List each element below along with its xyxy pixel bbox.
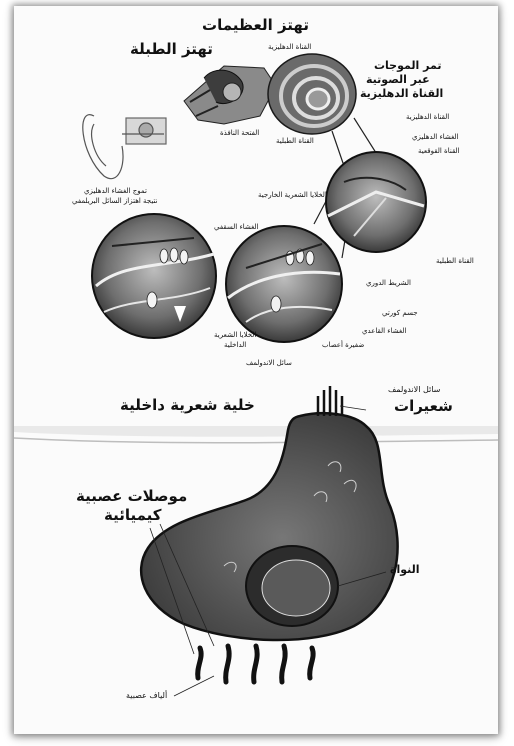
vestibular-wave-circle: [92, 214, 216, 338]
nerve-fibers-label: ألياف عصبية: [126, 692, 167, 700]
cochlea-sketch: [268, 54, 356, 134]
eardrum-vibrates-label: تهتز الطبلة: [130, 42, 213, 58]
vestibular-membrane-label: الغشاء الدهليزي: [412, 134, 459, 141]
ossicles-vibrate-label: تهتز العظيمات: [202, 18, 309, 34]
synapses-label-line2: كيميائية: [104, 508, 162, 524]
waves-label-line1: تمر الموجات: [374, 60, 441, 72]
outer-hair-cells-label: الخلايا الشعرية الخارجية: [258, 192, 327, 199]
stereocilia-label: شعيرات: [394, 399, 453, 415]
cochlear-duct-label: القناة القوقعية: [418, 148, 460, 155]
endolymph-label-top: سائل الاندولمف: [246, 360, 292, 367]
basilar-membrane-label: الغشاء القاعدي: [362, 328, 406, 335]
inner-hair-cell-title: خلية شعرية داخلية: [120, 398, 255, 414]
endolymph-label-bottom: سائل الاندولمف: [388, 386, 440, 394]
scanned-page: تهتز العظيمات تهتز الطبلة تمر الموجات عب…: [14, 6, 498, 734]
stereocilia-bundle: [318, 386, 342, 416]
nerve-fiber-shapes: [198, 646, 313, 682]
inner-hair-cell: [141, 413, 397, 640]
membrane-wave-note-line2: نتيجة اهتزاز السائل البريلمفي: [72, 198, 158, 205]
nucleus-label: النواة: [390, 564, 420, 576]
tympanic-canal-label-a: القناة الطبلية: [276, 138, 314, 145]
cochlea-cross-section-circle: [326, 152, 426, 252]
synapses-label-line1: موصلات عصبية: [76, 489, 187, 505]
vestibular-canal-label-b: القناة الدهليزية: [406, 114, 449, 121]
waves-label-line2: عبر الصوتية: [366, 74, 430, 86]
organ-of-corti-circle: [226, 226, 342, 342]
vestibular-canal-label-a: القناة الدهليزية: [268, 44, 311, 51]
oval-window-label: الفتحة النافذة: [220, 130, 259, 137]
tympanic-canal-label-b: القناة الطبلية: [436, 258, 474, 265]
spiral-ligament-label: الشريط الدوري: [366, 280, 411, 287]
outer-ear-sketch: [83, 115, 166, 179]
inner-hair-cells-label-line1: الخلايا الشعرية: [214, 332, 256, 339]
nerve-fiber-label: ضفيرة أعصاب: [322, 342, 364, 349]
inner-hair-cells-label-line2: الداخلية: [224, 342, 246, 349]
ossicles-sketch: [184, 66, 276, 124]
organ-of-corti-label: جسم كورتي: [382, 310, 418, 317]
waves-label-line3: القناة الدهليزية: [360, 88, 443, 100]
nucleus-shape: [246, 546, 338, 626]
tectorial-membrane-label: الغشاء السقفي: [214, 224, 259, 231]
membrane-wave-note-line1: تموج الغشاء الدهليزي: [84, 188, 147, 195]
